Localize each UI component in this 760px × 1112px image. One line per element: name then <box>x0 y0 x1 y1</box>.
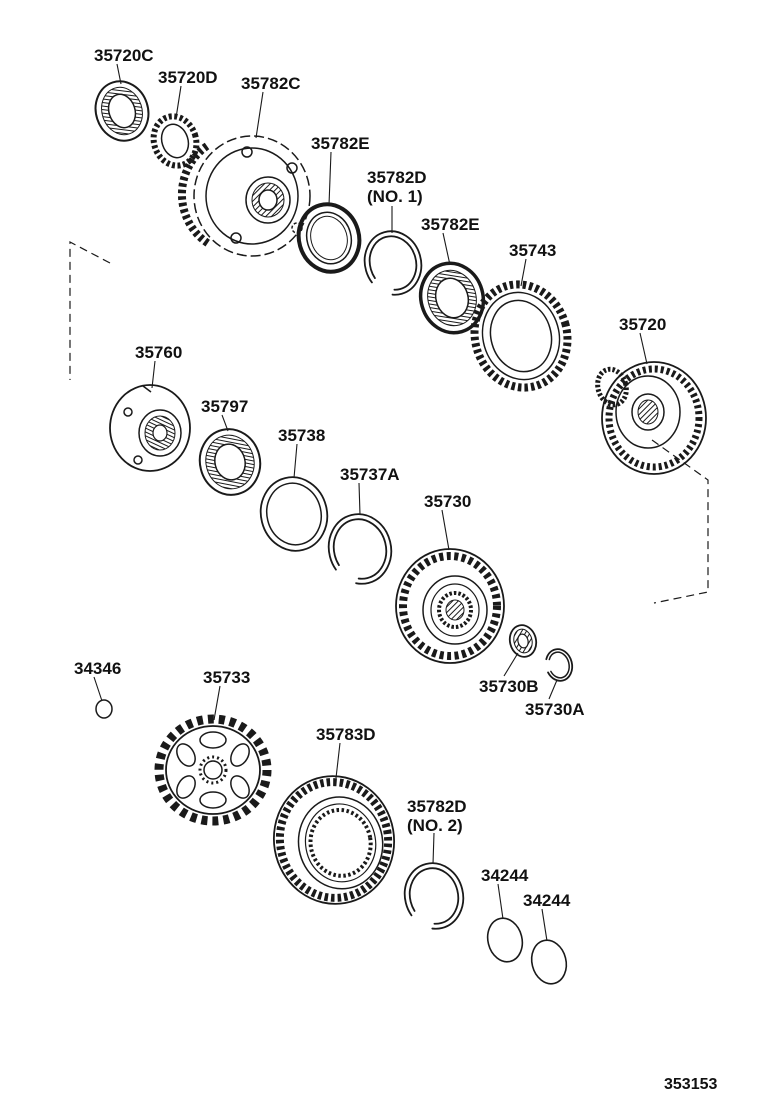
ref-line-right <box>651 439 709 604</box>
part-35733-carrier <box>154 714 272 826</box>
figure-number: 353153 <box>664 1076 718 1093</box>
part-35738-ring <box>259 476 329 552</box>
part-label-35720d: 35720D <box>158 68 218 87</box>
part-label-35730b: 35730B <box>479 677 539 696</box>
part-label-35782c: 35782C <box>241 74 301 93</box>
part-35730-drum <box>395 548 505 664</box>
part-label-35743: 35743 <box>509 241 557 260</box>
part-label-35797: 35797 <box>201 397 249 416</box>
part-35782c-carrier <box>177 135 311 257</box>
ref-line-left <box>69 241 111 380</box>
part-35783d-ring-gear <box>272 775 396 905</box>
part-label-35737a: 35737A <box>340 465 400 484</box>
part-35782e-race-1 <box>296 202 362 274</box>
part-label-35738: 35738 <box>278 426 326 445</box>
part-label-34244-1: 34244 <box>481 866 529 885</box>
leader-lines <box>93 63 648 942</box>
part-label-35730a: 35730A <box>525 700 585 719</box>
part-35720d-washer <box>150 113 200 169</box>
part-34244-oring-2 <box>530 939 568 985</box>
part-label-35730: 35730 <box>424 492 472 511</box>
part-label-35733: 35733 <box>203 668 251 687</box>
part-label-34244-2: 34244 <box>523 891 571 910</box>
part-35720c-bearing <box>94 80 150 142</box>
part-35743-ring-gear <box>470 280 572 392</box>
part-label-35720c: 35720C <box>94 46 154 65</box>
part-35782e-race-2 <box>418 261 486 335</box>
part-label-35782d-no2: 35782D (NO. 2) <box>407 797 467 835</box>
part-34244-oring-1 <box>486 917 524 963</box>
part-35720-drum <box>595 361 707 475</box>
part-35760-hub <box>109 384 191 472</box>
part-label-35720: 35720 <box>619 315 667 334</box>
part-label-35760: 35760 <box>135 343 183 362</box>
part-label-35783d: 35783D <box>316 725 376 744</box>
part-label-35782e-2: 35782E <box>421 215 480 234</box>
part-35797-bearing <box>198 428 262 496</box>
part-35782d-snapring-1 <box>363 230 423 296</box>
part-label-35782e-1: 35782E <box>311 134 370 153</box>
part-label-35782d-no1: 35782D (NO. 1) <box>367 168 427 206</box>
part-35737a-snapring <box>327 513 393 585</box>
part-35730a-snapring <box>544 648 574 682</box>
part-35730b-ring <box>508 624 538 658</box>
part-label-34346: 34346 <box>74 659 122 678</box>
part-34346-oring <box>95 699 113 719</box>
part-35782d-snapring-2 <box>403 862 465 930</box>
